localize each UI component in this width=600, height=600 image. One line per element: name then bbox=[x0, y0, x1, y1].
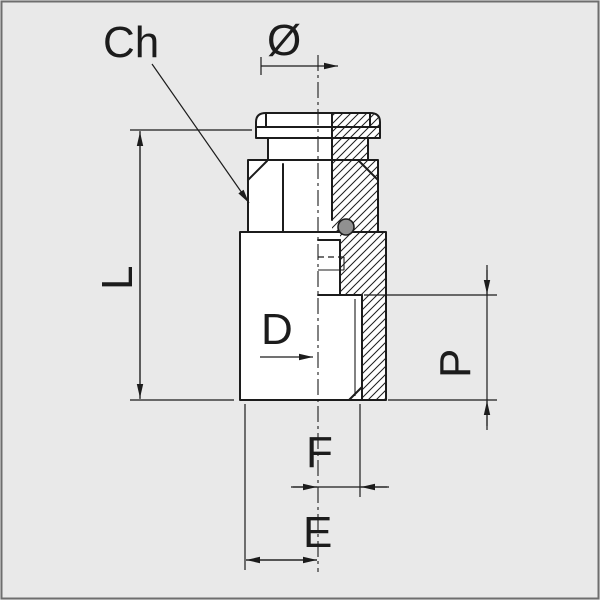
dimension-diameter: Ø bbox=[260, 16, 338, 75]
dimension-e: E bbox=[244, 404, 332, 570]
hatch-upper-region bbox=[332, 114, 379, 231]
label-diameter: Ø bbox=[267, 16, 301, 65]
thread-bottom-chamfer bbox=[348, 386, 363, 401]
label-d: D bbox=[261, 305, 293, 354]
ch-leader-line bbox=[151, 63, 250, 204]
dimension-p: P bbox=[364, 265, 497, 430]
label-e: E bbox=[303, 508, 332, 557]
hatch-body-region bbox=[340, 233, 385, 399]
internal-profile bbox=[317, 112, 363, 401]
fitting-outline bbox=[239, 112, 387, 401]
label-l: L bbox=[93, 266, 142, 290]
body-outline bbox=[239, 231, 387, 401]
label-f: F bbox=[306, 428, 333, 477]
label-p: P bbox=[431, 349, 480, 378]
o-ring bbox=[337, 218, 355, 236]
dimension-l: L bbox=[93, 129, 252, 401]
hex-chamfer-left bbox=[247, 160, 268, 181]
dimension-ch: Ch bbox=[103, 18, 250, 204]
dimension-d: D bbox=[260, 305, 313, 361]
hex-chamfer-right bbox=[358, 160, 379, 181]
label-ch: Ch bbox=[103, 18, 159, 67]
dimension-f: F bbox=[291, 404, 389, 497]
